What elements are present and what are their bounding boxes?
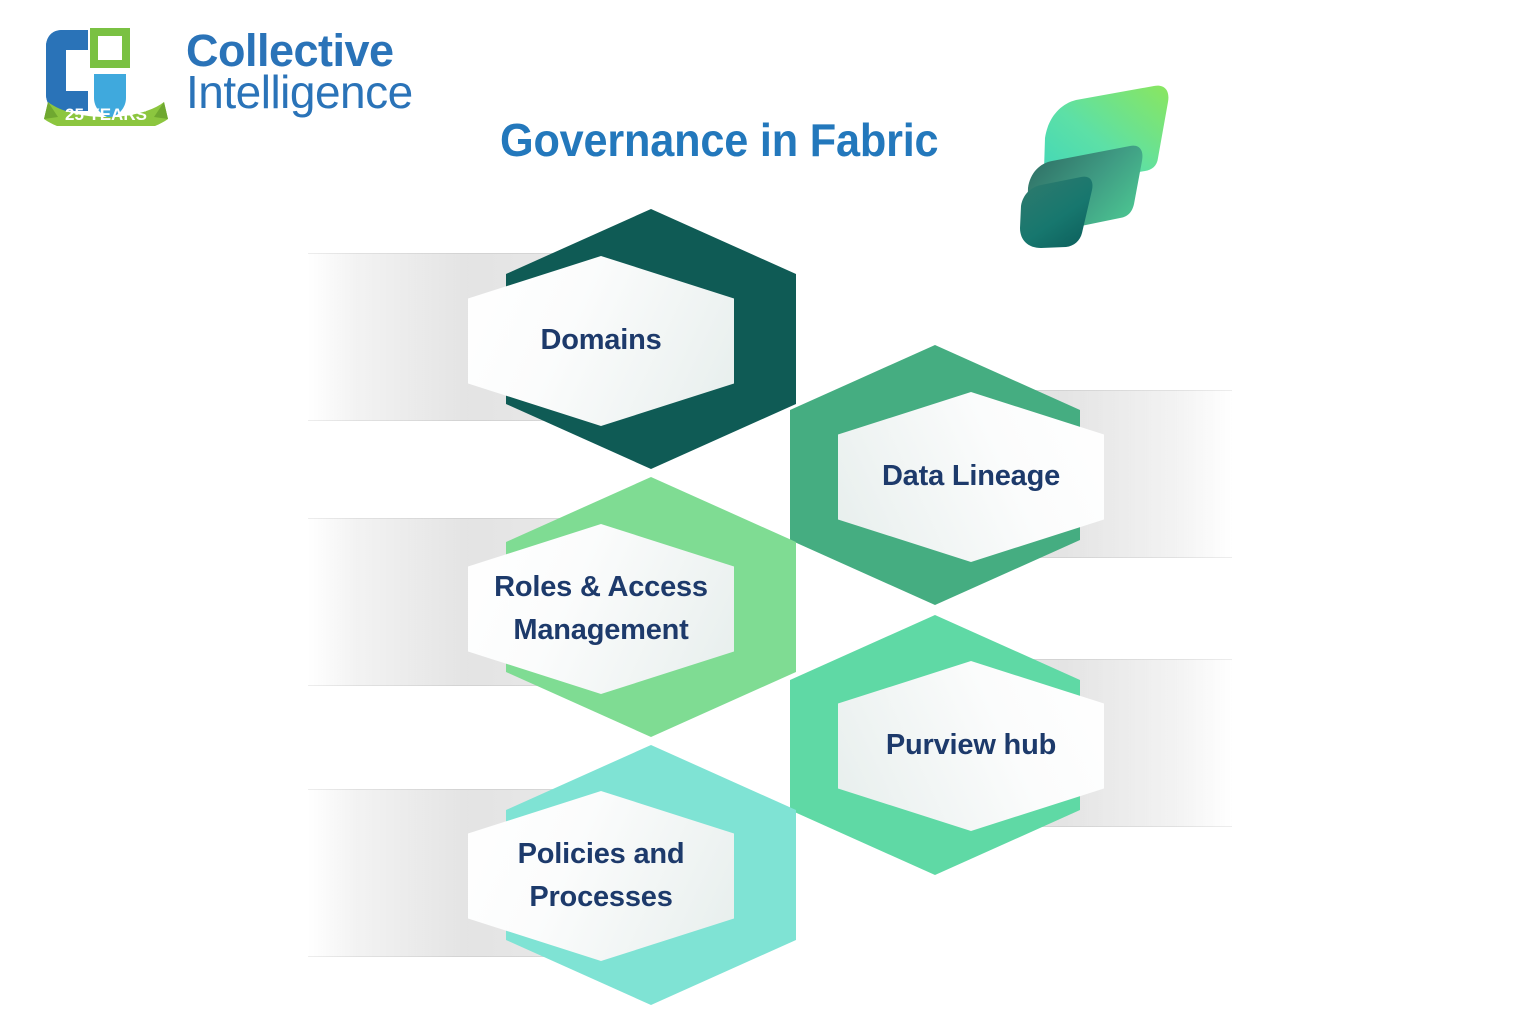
company-logo: 25 YEARS Collective Intelligence [28,16,448,142]
hex-label-purview-hub: Purview hub [885,729,1057,762]
hex-label-roles-access-management: Roles & Access Management [494,570,708,647]
company-name-line2: Intelligence [186,66,413,119]
hex-label-data-lineage: Data Lineage [881,460,1061,493]
company-name: Collective Intelligence [186,25,413,119]
microsoft-fabric-logo-icon [1002,82,1182,250]
badge-years-label: 25 YEARS [65,105,147,124]
page-title: Governance in Fabric [500,114,939,166]
company-name-line1: Collective [186,25,394,76]
hex-label-policies-and-processes: Policies and Processes [517,837,685,914]
hex-label-domains: Domains [540,324,662,357]
hex-inner-domains: Domains [468,256,734,426]
